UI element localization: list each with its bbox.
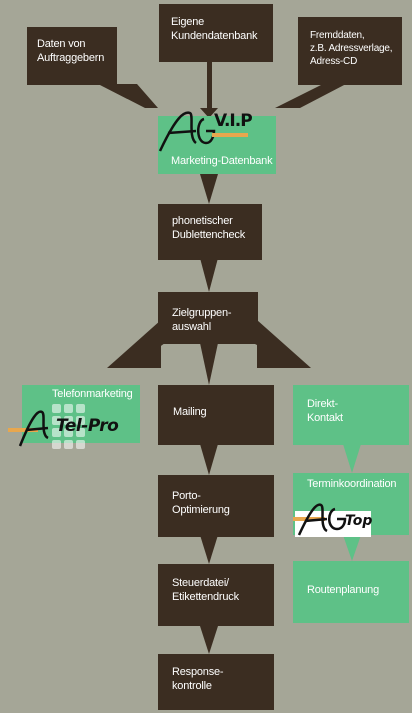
box-auftraggeber-line1: Daten von xyxy=(37,38,86,50)
arrow-vip-to-dubletten xyxy=(200,174,218,204)
box-dubletten-line1: phonetischer xyxy=(172,215,233,227)
box-dubletten-line2: Dublettencheck xyxy=(172,229,246,241)
box-auftraggeber-line2: Auftraggebern xyxy=(37,52,105,64)
arrow-steuer-to-response xyxy=(200,626,218,654)
box-porto-optimierung: Porto- Optimierung xyxy=(158,475,274,537)
box-daten-von-auftraggebern: Daten von Auftraggebern xyxy=(27,27,117,85)
top-logo-text: Top xyxy=(345,513,373,529)
box-tel-label: Telefonmarketing xyxy=(52,388,133,400)
box-direkt-line2: Kontakt xyxy=(307,412,343,424)
vip-logo-text: V.I.P xyxy=(214,111,253,131)
arrow-termin-to-route xyxy=(343,535,361,561)
box-porto-line1: Porto- xyxy=(172,490,201,502)
box-fremd-line3: Adress-CD xyxy=(310,56,358,67)
box-routenplanung: Routenplanung xyxy=(293,561,409,623)
box-fremddaten: Fremddaten, z.B. Adressverlage, Adress-C… xyxy=(298,17,402,85)
box-kunden-line1: Eigene xyxy=(171,16,205,28)
arrow-porto-to-steuer xyxy=(200,535,218,564)
box-direkt-line1: Direkt- xyxy=(307,398,338,410)
tel-pro-logo-text: Tel-Pro xyxy=(56,416,119,436)
arrow-kunden-to-vip xyxy=(200,60,218,118)
zielgruppen-right-wing xyxy=(257,320,311,368)
box-fremd-line1: Fremddaten, xyxy=(310,30,365,41)
box-porto-line2: Optimierung xyxy=(172,504,230,516)
box-fremd-line2: z.B. Adressverlage, xyxy=(310,43,393,54)
arrow-left-diagonal xyxy=(98,84,158,108)
box-ziel-line2: auswahl xyxy=(172,321,211,333)
ag-vip-logo: V.I.P xyxy=(156,103,276,155)
arrow-ziel-to-mailing xyxy=(200,343,218,385)
box-telefonmarketing: Telefonmarketing xyxy=(22,385,140,443)
box-mailing: Mailing xyxy=(158,385,274,445)
box-response-line2: kontrolle xyxy=(172,680,212,692)
box-responsekontrolle: Response- kontrolle xyxy=(158,654,274,710)
ag-top-logo: Top xyxy=(293,497,373,541)
arrow-mailing-to-porto xyxy=(200,444,218,475)
box-eigene-kundendatenbank: Eigene Kundendatenbank xyxy=(159,4,273,62)
arrow-dubletten-to-zielgruppen xyxy=(200,258,218,292)
box-response-line1: Response- xyxy=(172,666,224,678)
zielgruppen-left-wing xyxy=(107,320,161,368)
ag-tel-pro-logo: Tel-Pro xyxy=(8,398,138,450)
box-steuer-line1: Steuerdatei/ xyxy=(172,577,229,589)
box-ziel-line1: Zielgruppen- xyxy=(172,307,232,319)
box-marketing-datenbank: Marketing-Datenbank xyxy=(158,116,276,174)
box-kunden-line2: Kundendatenbank xyxy=(171,30,258,42)
box-zielgruppenauswahl: Zielgruppen- auswahl xyxy=(158,292,258,344)
box-dublettencheck: phonetischer Dublettencheck xyxy=(158,204,262,260)
arrow-direkt-to-termin xyxy=(343,444,361,473)
box-termin-label: Terminkoordination xyxy=(307,478,397,490)
box-direkt-kontakt: Direkt- Kontakt xyxy=(293,385,409,445)
box-marketing-label: Marketing-Datenbank xyxy=(171,155,273,167)
box-route-label: Routenplanung xyxy=(307,584,380,596)
box-mailing-label: Mailing xyxy=(173,406,207,418)
box-steuerdatei: Steuerdatei/ Etikettendruck xyxy=(158,564,274,626)
box-steuer-line2: Etikettendruck xyxy=(172,591,239,603)
arrow-right-diagonal xyxy=(275,84,346,108)
